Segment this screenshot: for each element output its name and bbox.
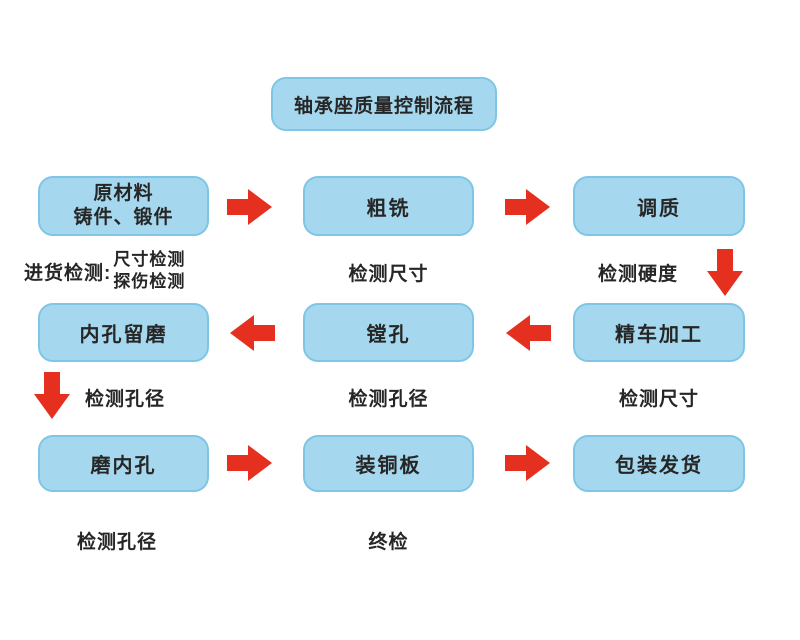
node-label: 内孔留磨 [79,324,168,346]
caption-item: 探伤检测 [113,272,186,291]
node-label: 调质 [637,197,681,220]
arrow-right-icon [505,444,551,482]
arrow-right-icon [227,444,273,482]
arrow-left-icon [229,314,275,352]
node-install-copper-plate: 装铜板 [303,435,474,492]
node-label: 精车加工 [615,324,703,346]
arrow-down-icon [706,249,744,297]
node-grind-inner-hole: 磨内孔 [38,435,209,492]
caption-final-inspection: 终检 [303,527,474,554]
caption-inspect-dimensions: 检测尺寸 [573,384,745,411]
caption-inspect-bore-diameter: 检测孔径 [85,384,165,411]
page-title: 轴承座质量控制流程 [293,95,474,117]
arrow-right-icon [227,188,273,226]
caption-items: 尺寸检测 探伤检测 [113,249,185,293]
node-label-line2: 铸件、锻件 [73,207,174,228]
arrow-down-icon [33,372,71,420]
caption-text: 检测尺寸 [618,389,699,410]
node-label: 粗铣 [366,197,411,220]
caption-item: 尺寸检测 [113,250,186,269]
node-raw-material: 原材料 铸件、锻件 [38,176,209,236]
arrow-right-icon [505,188,551,226]
node-quenching-tempering: 调质 [573,176,745,236]
node-rough-milling: 粗铣 [303,176,474,236]
caption-text: 检测孔径 [348,389,429,410]
node-label: 磨内孔 [90,455,157,477]
caption-text: 检测孔径 [85,389,166,410]
caption-text: 检测尺寸 [348,264,429,285]
caption-text: 终检 [368,532,409,553]
caption-label: 进货检测: [24,262,112,284]
caption-text: 检测硬度 [597,264,678,285]
caption-incoming-inspection: 进货检测: 尺寸检测 探伤检测 [24,249,185,293]
node-packing-shipping: 包装发货 [573,435,745,492]
arrow-left-icon [505,314,551,352]
node-boring: 镗孔 [303,303,474,362]
caption-inspect-dimensions: 检测尺寸 [303,259,474,286]
caption-inspect-bore-diameter: 检测孔径 [77,527,157,554]
caption-inspect-bore-diameter: 检测孔径 [303,384,474,411]
node-label: 装铜板 [355,455,422,477]
caption-inspect-hardness: 检测硬度 [573,259,703,286]
title-box: 轴承座质量控制流程 [271,77,497,131]
node-fine-turning: 精车加工 [573,303,745,362]
node-label: 镗孔 [366,324,411,346]
node-label: 包装发货 [615,455,703,477]
node-label-line1: 原材料 [93,183,154,204]
node-inner-hole-grinding-allowance: 内孔留磨 [38,303,209,362]
caption-text: 检测孔径 [77,532,158,553]
